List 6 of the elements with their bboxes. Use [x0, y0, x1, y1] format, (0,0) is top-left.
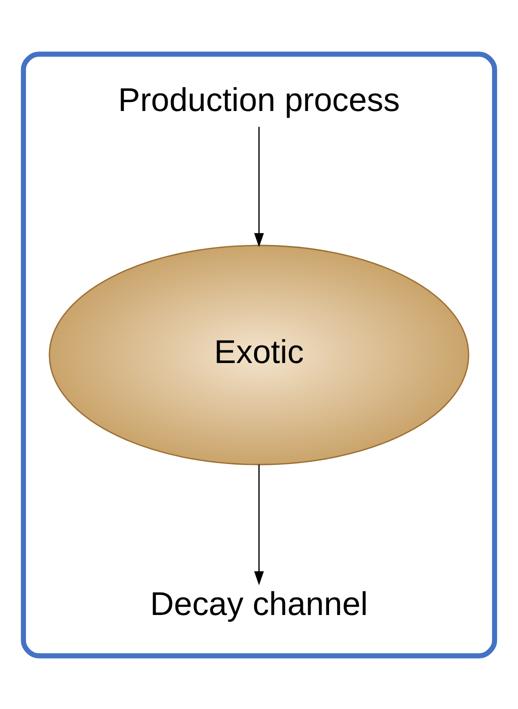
cluster: [20, 51, 498, 658]
arrow: [254, 464, 264, 585]
arrow: [254, 126, 264, 247]
node-text: Production process: [118, 80, 400, 118]
node-text: Decay channel: [150, 584, 368, 622]
node-ellipse: Exotic: [48, 244, 470, 465]
